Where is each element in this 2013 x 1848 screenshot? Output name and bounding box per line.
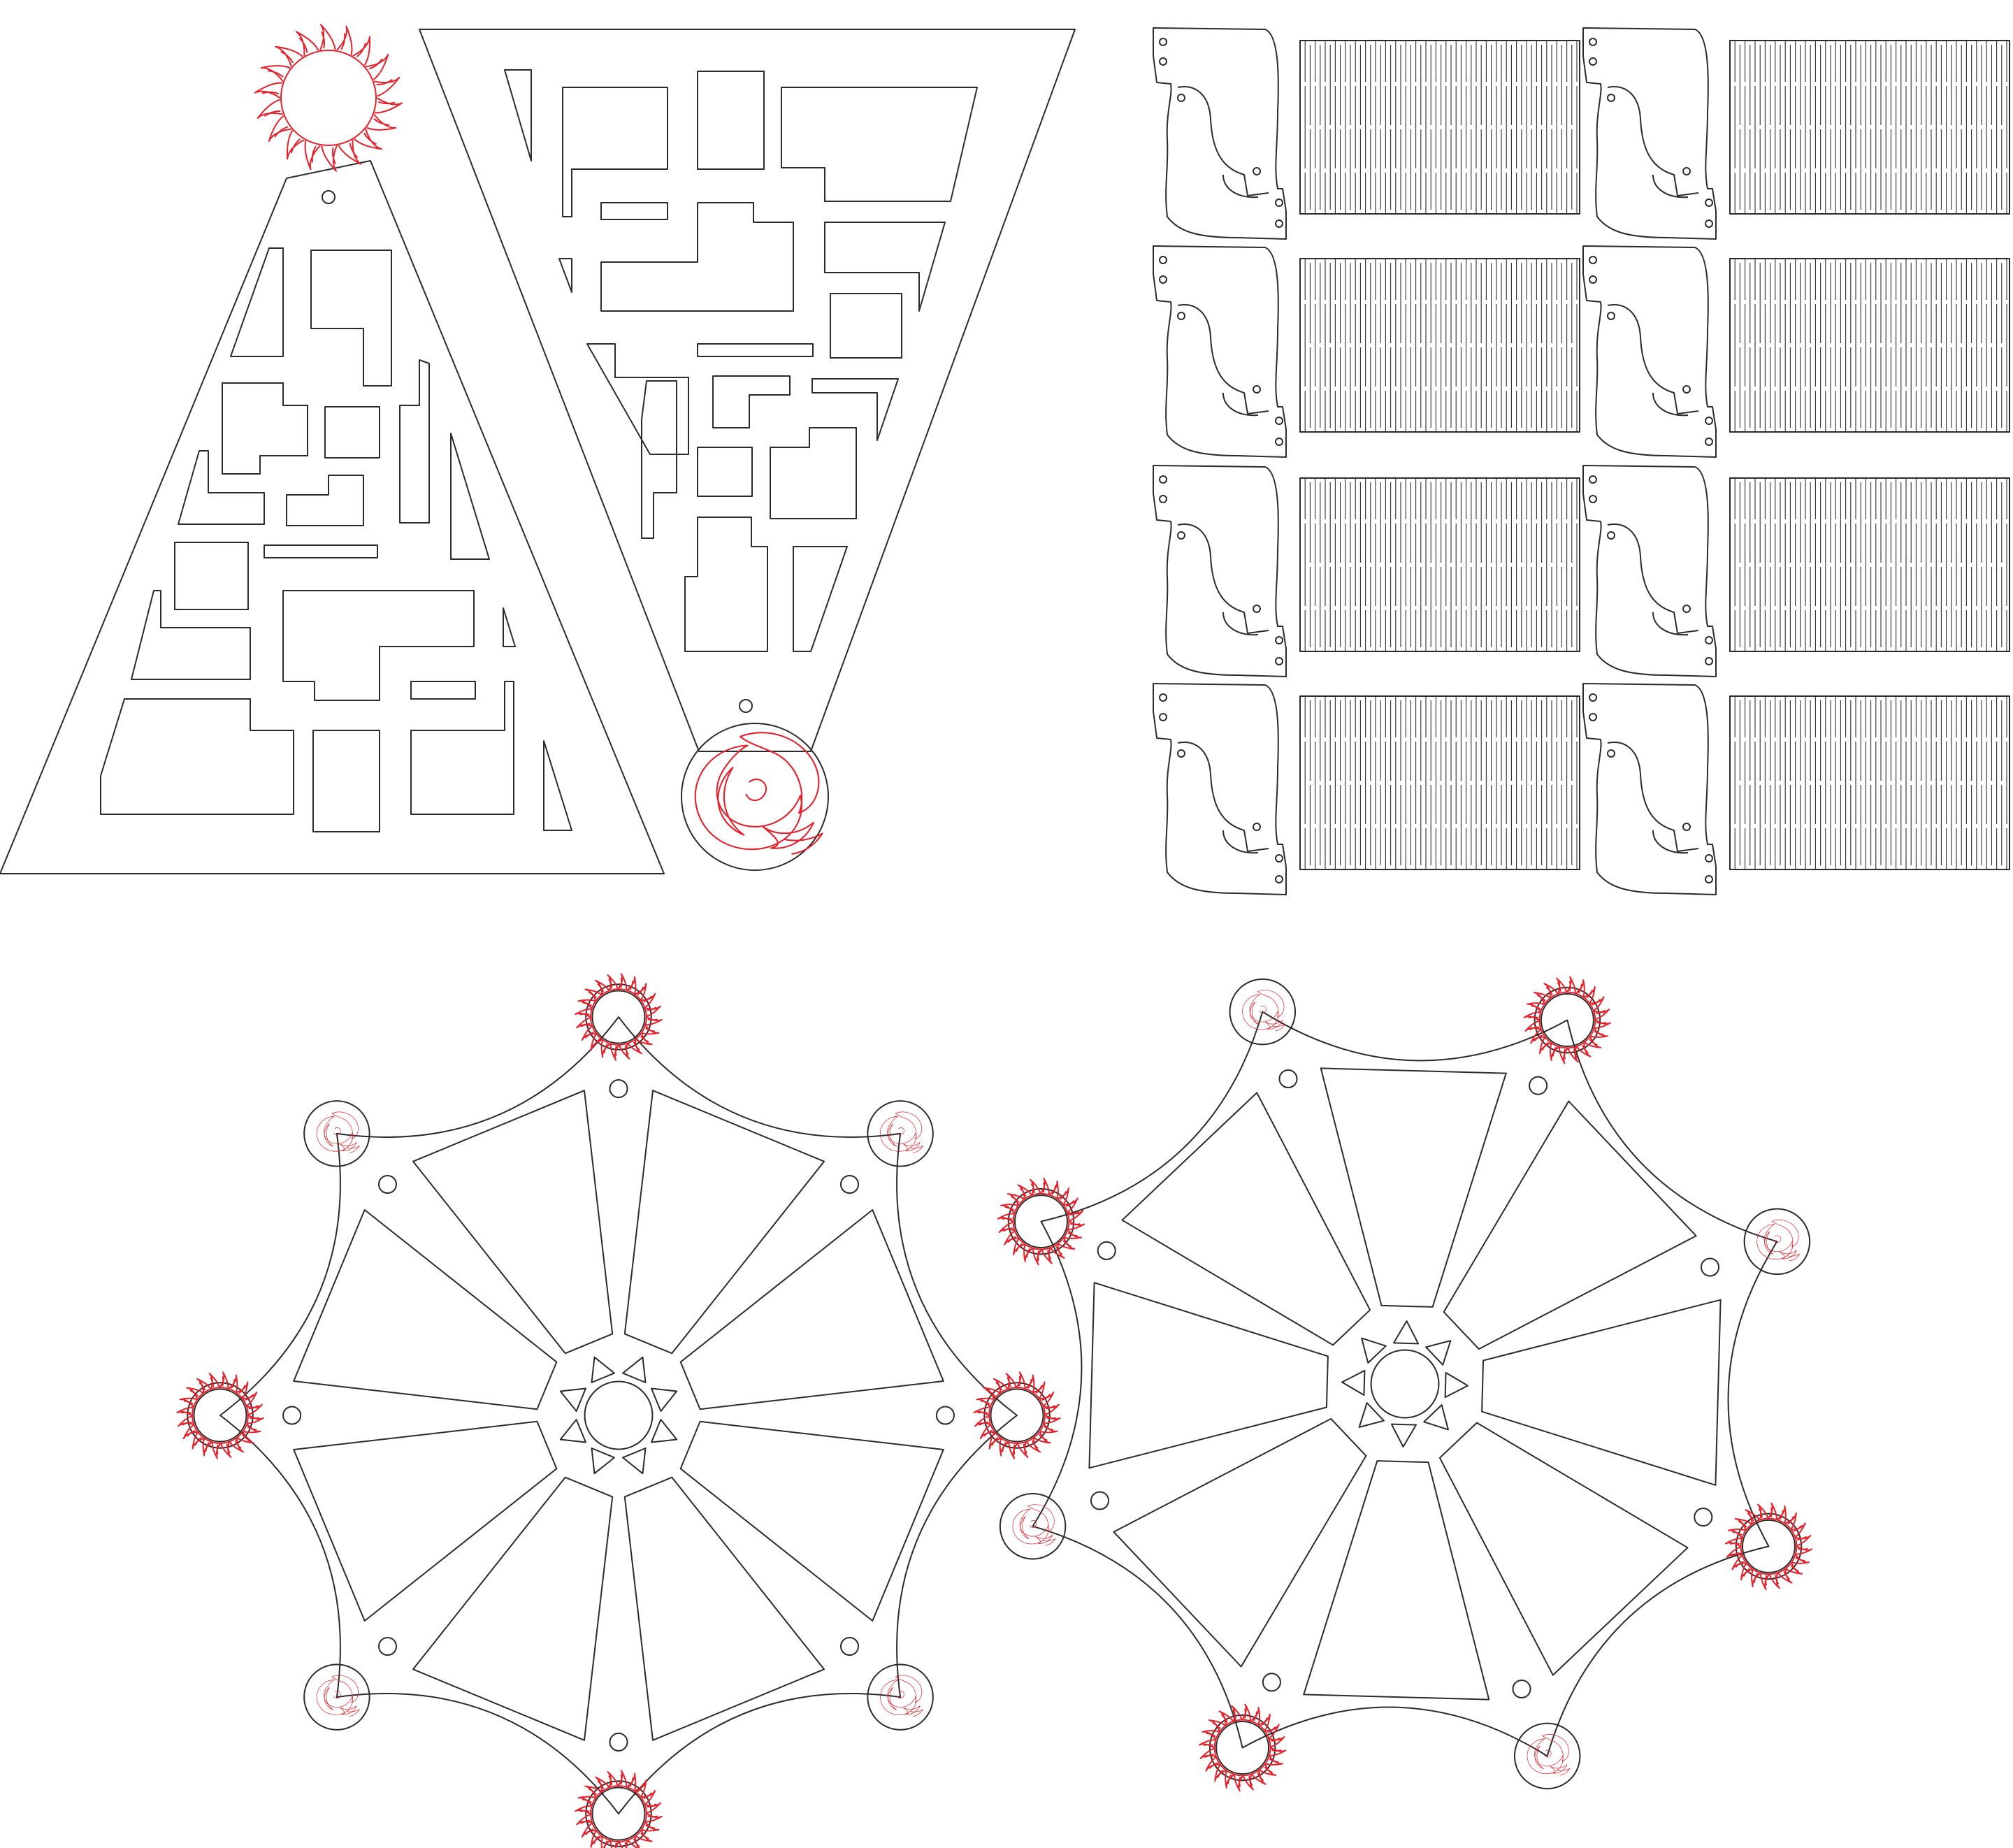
- living-hinge-panel: [1299, 40, 1580, 215]
- mount-hole: [609, 1079, 628, 1099]
- moon-icon: [999, 1492, 1067, 1560]
- triangle-inverted-panel: [419, 29, 1076, 871]
- mount-hole: [1529, 1076, 1548, 1095]
- link-piece: [1582, 465, 1717, 677]
- mount-hole: [1097, 1241, 1116, 1260]
- living-hinge-panel: [1729, 258, 2010, 433]
- wheel-window: [679, 1420, 944, 1622]
- sun-icon: [973, 1371, 1061, 1459]
- sun-icon: [176, 1371, 264, 1459]
- wheel-right: [997, 976, 1813, 1792]
- wheel-key-slot: [1423, 1404, 1449, 1431]
- wheel-key-slot: [651, 1387, 678, 1412]
- living-hinge-panel: [1729, 477, 2010, 652]
- moon-icon: [303, 1663, 370, 1731]
- wheel-key-slot: [1390, 1423, 1417, 1448]
- link-piece: [1153, 465, 1287, 677]
- wheel-key-slot: [1425, 1340, 1452, 1366]
- mount-hole: [935, 1406, 955, 1425]
- mount-hole: [1694, 1508, 1713, 1527]
- wheel-window: [293, 1420, 558, 1622]
- moon-icon: [1229, 978, 1297, 1046]
- mount-hole: [1090, 1491, 1110, 1510]
- wheel-key-slot: [1341, 1369, 1366, 1396]
- wheel-outline: [219, 1016, 1018, 1814]
- living-hinge-panel: [1729, 40, 2010, 215]
- wheel-window: [1320, 1067, 1507, 1308]
- wheel-key-slot: [1361, 1337, 1387, 1364]
- moon-icon: [867, 1100, 934, 1167]
- link-grid: [1153, 27, 2010, 895]
- sun-icon: [575, 1770, 663, 1848]
- wheel-key-slot: [622, 1448, 647, 1475]
- sun-icon: [1724, 1502, 1813, 1591]
- living-hinge-panel: [1729, 695, 2010, 870]
- triangle-inverted-cutouts: [504, 69, 978, 652]
- sun-icon: [1198, 1703, 1287, 1792]
- mount-hole: [1262, 1673, 1281, 1692]
- mount-hole: [1700, 1257, 1720, 1277]
- wheel-window: [623, 1476, 825, 1741]
- wheel-hub: [584, 1380, 654, 1450]
- wheel-window: [1443, 1100, 1697, 1350]
- sun-icon: [575, 973, 663, 1061]
- mount-hole: [282, 1406, 302, 1425]
- wheel-window: [412, 1090, 614, 1355]
- wheel-window: [623, 1090, 825, 1355]
- mount-hole: [377, 1636, 398, 1656]
- link-piece: [1153, 245, 1287, 458]
- wheel-key-slot: [559, 1387, 586, 1412]
- sun-icon: [1523, 976, 1612, 1064]
- link-piece: [1582, 27, 1717, 240]
- moon-icon: [303, 1100, 370, 1167]
- sun-icon: [997, 1177, 1085, 1266]
- mount-hole: [609, 1732, 628, 1752]
- wheel-key-slot: [591, 1448, 615, 1475]
- sun-icon: [254, 24, 403, 172]
- living-hinge-panel: [1299, 258, 1580, 433]
- mount-hole: [377, 1174, 398, 1194]
- mount-hole: [1512, 1679, 1531, 1699]
- wheel-window: [1121, 1092, 1371, 1346]
- wheel-window: [412, 1476, 614, 1741]
- link-piece: [1153, 683, 1287, 895]
- wheel-key-slot: [622, 1356, 647, 1383]
- wheel-key-slot: [651, 1419, 678, 1443]
- link-piece: [1582, 245, 1717, 458]
- wheel-outline: [1032, 1011, 1778, 1757]
- mount-hole: [1278, 1069, 1298, 1089]
- wheel-window: [293, 1209, 558, 1410]
- wheel-window: [679, 1209, 944, 1410]
- living-hinge-panel: [1299, 695, 1580, 870]
- wheel-key-slot: [1358, 1402, 1385, 1428]
- wheel-window: [1088, 1282, 1329, 1469]
- triangle-upright-cutouts: [100, 247, 572, 832]
- link-piece: [1153, 27, 1287, 240]
- moon-icon: [1743, 1208, 1811, 1276]
- wheel-window: [1481, 1299, 1722, 1486]
- link-piece: [1582, 683, 1717, 895]
- living-hinge-panel: [1299, 477, 1580, 652]
- wheel-left: [176, 973, 1061, 1848]
- wheel-window: [1113, 1417, 1367, 1668]
- wheel-key-slot: [559, 1419, 586, 1443]
- mount-hole: [839, 1636, 860, 1656]
- wheel-window: [1438, 1422, 1689, 1676]
- wheel-key-slot: [1444, 1372, 1469, 1399]
- mount-hole: [839, 1174, 860, 1194]
- wheel-window: [1303, 1460, 1490, 1701]
- moon-icon: [694, 732, 823, 855]
- triangle-upright-panel: [0, 24, 665, 874]
- wheel-hub: [1370, 1349, 1440, 1419]
- wheel-key-slot: [1393, 1320, 1420, 1345]
- moon-icon: [867, 1663, 934, 1731]
- wheel-key-slot: [591, 1356, 615, 1383]
- moon-icon: [1513, 1722, 1581, 1790]
